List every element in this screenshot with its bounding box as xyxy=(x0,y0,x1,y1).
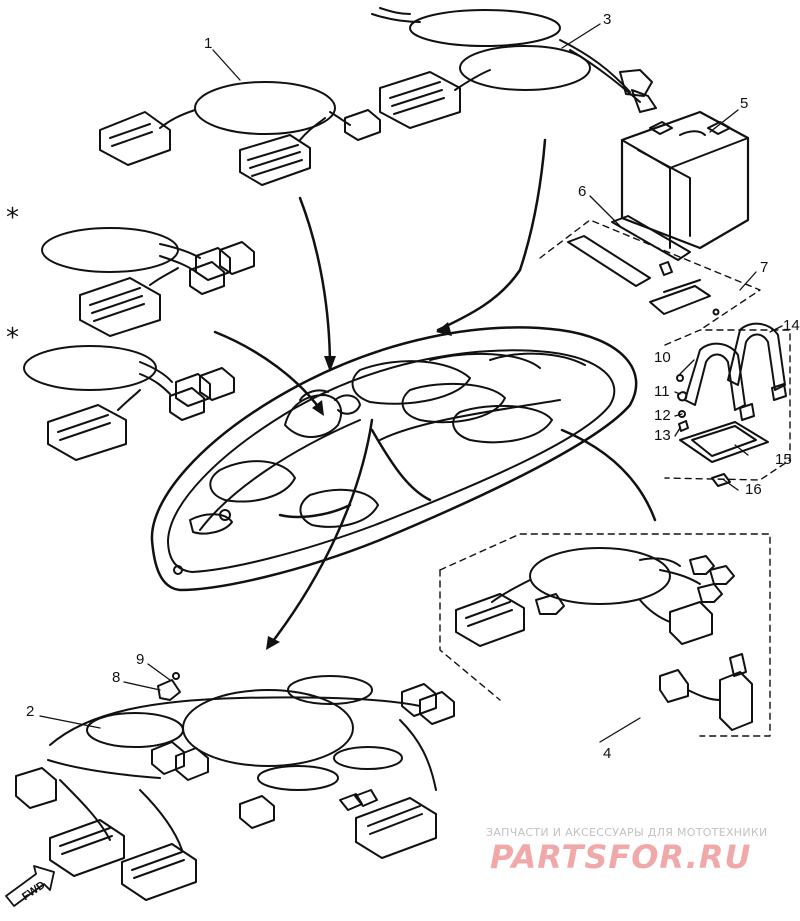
svg-text:PARTSFOR.RU: PARTSFOR.RU xyxy=(490,838,751,876)
battery xyxy=(620,110,750,250)
watermark-logo: PARTSFOR.RU xyxy=(490,838,751,876)
harness-3 xyxy=(371,7,657,129)
callout-7: 7 xyxy=(760,259,768,276)
callout-3: 3 xyxy=(603,11,611,28)
watermark-caption: ЗАПЧАСТИ И АКСЕССУАРЫ ДЛЯ МОТОТЕХНИКИ xyxy=(486,826,768,839)
harness-2 xyxy=(15,672,455,901)
star-marker-a: * xyxy=(6,203,19,233)
callout-1: 1 xyxy=(204,35,212,52)
star-marker-b: * xyxy=(6,323,19,353)
callout-5: 5 xyxy=(740,95,748,112)
callout-8: 8 xyxy=(112,669,120,686)
arrow-heads xyxy=(266,322,452,650)
assembly-arrows xyxy=(213,138,657,647)
callout-16: 16 xyxy=(745,481,762,498)
callout-9: 9 xyxy=(136,651,144,668)
battery-brackets xyxy=(539,215,761,331)
harness-1 xyxy=(99,81,381,186)
boat-hull xyxy=(150,326,638,592)
harness-star-a xyxy=(41,227,255,337)
battery-straps xyxy=(664,322,791,487)
callout-11: 11 xyxy=(654,383,670,400)
callout-14: 14 xyxy=(783,317,800,334)
leader-lines xyxy=(39,23,783,743)
callout-4: 4 xyxy=(603,745,611,762)
callout-10: 10 xyxy=(654,349,671,366)
callout-13: 13 xyxy=(654,427,671,444)
harness-star-b xyxy=(23,345,235,461)
fwd-arrow-icon xyxy=(5,865,55,907)
callout-15: 15 xyxy=(775,451,792,468)
harness-4 xyxy=(439,533,771,737)
callout-6: 6 xyxy=(578,183,586,200)
callout-12: 12 xyxy=(654,407,671,424)
callout-2: 2 xyxy=(26,703,34,720)
